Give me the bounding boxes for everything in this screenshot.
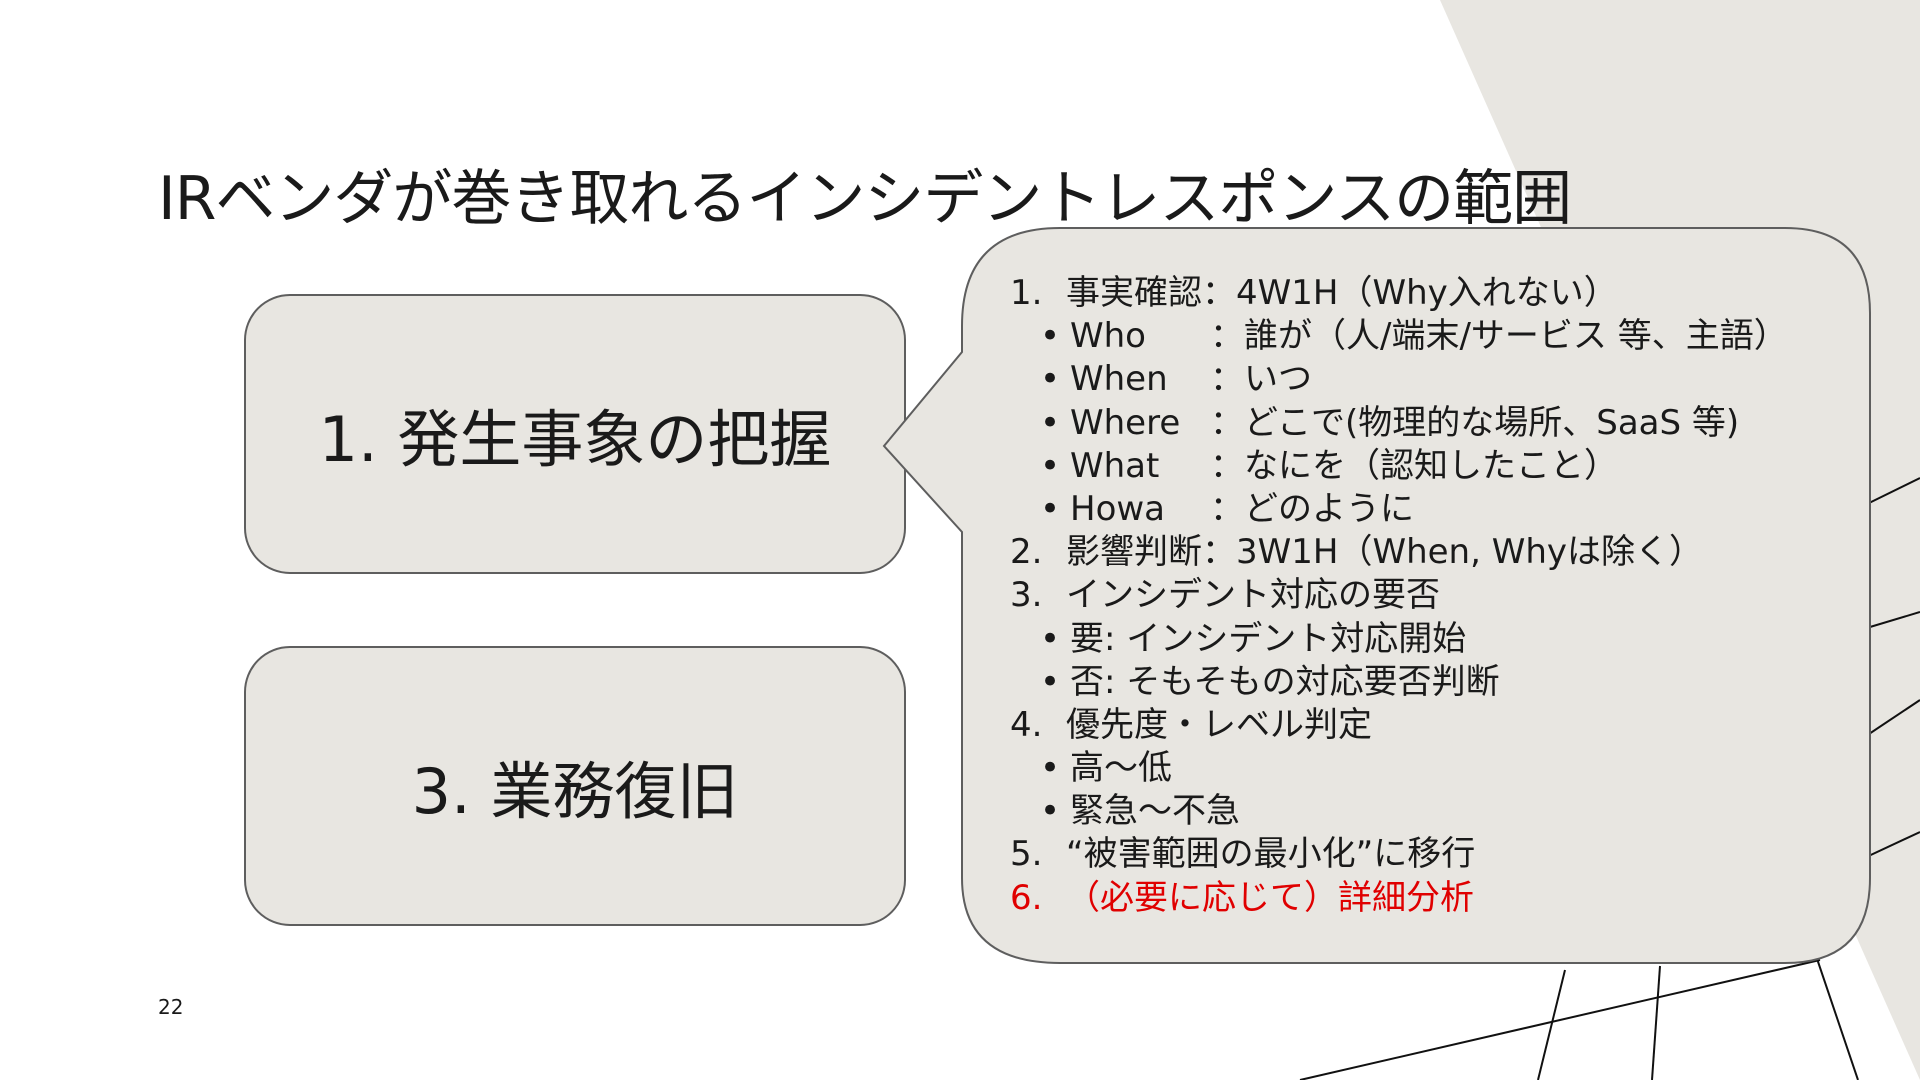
callout-item: •否: そもそもの対応要否判断: [1010, 661, 1788, 704]
bullet-icon: •: [1040, 359, 1061, 400]
bullet-icon: •: [1040, 748, 1061, 789]
callout-item-label: When: [1070, 359, 1168, 400]
callout-item: •緊急～不急: [1010, 790, 1788, 833]
callout-item: 4. 優先度・レベル判定: [1010, 704, 1788, 747]
callout-item-text: ：どのように: [1210, 488, 1414, 529]
callout-item: •Howa ：どのように: [1010, 488, 1788, 531]
callout-item-number: 6.: [1010, 877, 1043, 918]
bullet-icon: •: [1040, 661, 1061, 702]
callout-item: 5. “被害範囲の最小化”に移行: [1010, 833, 1788, 876]
bullet-icon: •: [1040, 618, 1061, 659]
callout-item-text: 高～低: [1070, 748, 1172, 789]
callout-item-label: What: [1070, 445, 1160, 486]
slide-title: IRベンダが巻き取れるインシデントレスポンスの範囲: [158, 164, 1572, 234]
callout-item-text: 影響判断：3W1H（When, Whyは除く）: [1066, 532, 1703, 573]
callout-item: •高～低: [1010, 747, 1788, 790]
callout-item: 2. 影響判断：3W1H（When, Whyは除く）: [1010, 531, 1788, 574]
callout-item: 3. インシデント対応の要否: [1010, 574, 1788, 617]
step-box-3: 3. 業務復旧: [244, 646, 906, 926]
callout-item-number: 5.: [1010, 834, 1043, 875]
callout-item: •Where ：どこで(物理的な場所、SaaS 等): [1010, 402, 1788, 445]
callout-item-text: 緊急～不急: [1070, 791, 1240, 832]
callout-item-number: 4.: [1010, 704, 1043, 745]
page-number: 22: [158, 995, 184, 1019]
callout-item-label: Who: [1070, 316, 1146, 357]
callout-item-number: 1.: [1010, 273, 1043, 313]
callout-item-text: 否: そもそもの対応要否判断: [1070, 661, 1500, 702]
callout-item-text: 要: インシデント対応開始: [1070, 618, 1467, 659]
callout-item-label: Howa: [1070, 488, 1166, 529]
callout-item-text: “被害範囲の最小化”に移行: [1066, 834, 1476, 875]
callout-list: 1.事実確認：4W1H（Why入れない）•Who：誰が（人/端末/サービス 等、…: [1010, 272, 1788, 920]
callout-item: 1. 事実確認：4W1H（Why入れない）: [1010, 272, 1788, 315]
callout-item-text: インシデント対応の要否: [1066, 575, 1440, 616]
bullet-icon: •: [1040, 402, 1061, 443]
callout-item: 6. （必要に応じて）詳細分析: [1010, 877, 1788, 920]
callout-item-text: ：誰が（人/端末/サービス 等、主語）: [1210, 316, 1788, 357]
callout-item-text: ：なにを（認知したこと）: [1210, 445, 1618, 486]
callout-item: •When ：いつ: [1010, 358, 1788, 401]
callout-item: •What ：なにを（認知したこと）: [1010, 445, 1788, 488]
bullet-icon: •: [1040, 316, 1061, 357]
callout-item-number: 2.: [1010, 532, 1043, 573]
bullet-icon: •: [1040, 791, 1061, 832]
bullet-icon: •: [1040, 445, 1061, 486]
callout-item-text: ：どこで(物理的な場所、SaaS 等): [1210, 402, 1740, 443]
callout-item-number: 3.: [1010, 575, 1043, 616]
step-box-1: 1. 発生事象の把握: [244, 294, 906, 574]
callout-item: •要: インシデント対応開始: [1010, 618, 1788, 661]
callout-item-text: ：いつ: [1210, 359, 1312, 400]
callout-item: •Who ：誰が（人/端末/サービス 等、主語）: [1010, 315, 1788, 358]
callout-item-text: （必要に応じて）詳細分析: [1066, 877, 1474, 918]
callout-item-label: Where: [1070, 402, 1181, 443]
callout-shape: [882, 227, 1871, 964]
bullet-icon: •: [1040, 488, 1061, 529]
callout-item-text: 事実確認：4W1H（Why入れない）: [1066, 273, 1618, 313]
callout-item-text: 優先度・レベル判定: [1066, 704, 1372, 745]
